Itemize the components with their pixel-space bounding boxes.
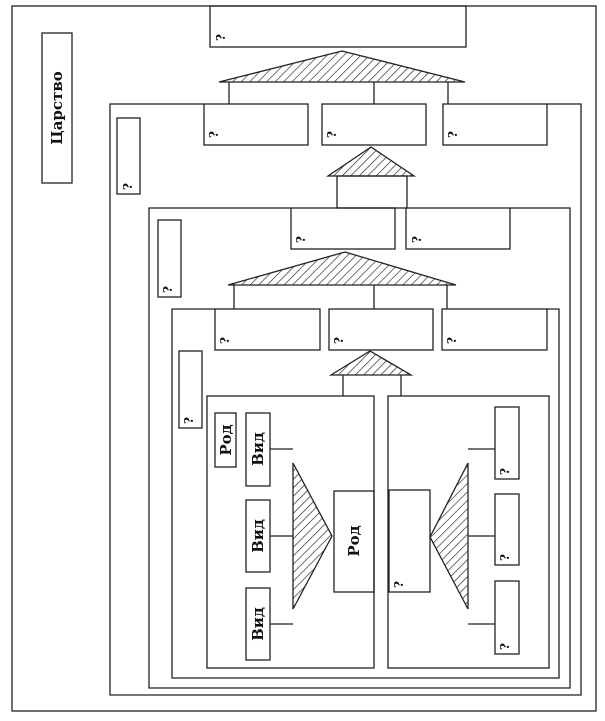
- question-level3-3: ?: [445, 337, 459, 344]
- question-level1-3: ?: [446, 131, 460, 138]
- frame-1: [109, 103, 582, 696]
- question-frame1-side: ?: [121, 183, 135, 190]
- right-large-box: [388, 489, 431, 593]
- genus-small-box: [214, 412, 237, 468]
- question-right-large: ?: [392, 581, 406, 588]
- triangle-3: [227, 251, 457, 286]
- question-right-box-3: ?: [498, 643, 512, 650]
- question-right-box-2: ?: [498, 554, 512, 561]
- triangle-right: [429, 462, 469, 610]
- question-level1-1: ?: [207, 131, 221, 138]
- frame1-side-box: [116, 117, 141, 195]
- question-top-box: ?: [214, 34, 228, 41]
- question-level1-2: ?: [325, 131, 339, 138]
- genus-small-label: Род: [217, 424, 235, 455]
- frame3-side-box: [178, 350, 203, 429]
- frame2-side-box: [157, 219, 182, 298]
- species-label-2: Вид: [249, 519, 267, 553]
- kingdom-box: [41, 32, 73, 184]
- triangle-2: [325, 146, 417, 177]
- level3-box-2: [328, 308, 434, 351]
- kingdom-label: Царство: [48, 71, 66, 145]
- question-level2-2: ?: [410, 236, 424, 243]
- question-right-box-1: ?: [498, 468, 512, 475]
- right-box-3: [494, 580, 520, 655]
- level1-box-2: [321, 103, 427, 146]
- genus-large-box: [333, 490, 375, 593]
- species-label-3: Вид: [249, 607, 267, 641]
- right-box-2: [494, 493, 520, 566]
- top-box: [209, 5, 467, 48]
- level1-box-1: [203, 103, 309, 146]
- right-box-1: [494, 406, 520, 480]
- question-level2-1: ?: [294, 236, 308, 243]
- triangle-4: [328, 350, 414, 376]
- frame-3: [171, 308, 560, 679]
- question-level3-2: ?: [332, 337, 346, 344]
- question-level3-1: ?: [218, 337, 232, 344]
- triangle-left: [292, 462, 333, 610]
- outer-frame: [11, 5, 597, 712]
- genus-panel-right: [387, 395, 550, 669]
- level2-box-1: [290, 207, 396, 250]
- species-label-1: Вид: [249, 432, 267, 466]
- question-frame2-side: ?: [161, 286, 175, 293]
- level2-box-2: [405, 207, 511, 250]
- level3-box-1: [214, 308, 321, 351]
- level1-box-3: [442, 103, 548, 146]
- frame-2: [148, 207, 571, 689]
- genus-large-label: Род: [345, 525, 363, 556]
- level3-box-3: [441, 308, 548, 351]
- question-frame3-side: ?: [182, 417, 196, 424]
- triangle-1: [218, 50, 466, 83]
